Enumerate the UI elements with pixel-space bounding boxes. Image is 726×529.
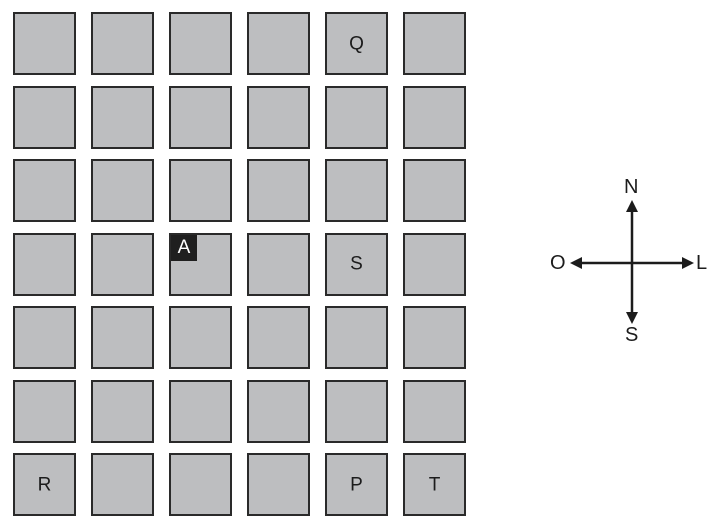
grid-cell-r4-c3: A (169, 232, 232, 296)
grid-cell-r7-c3 (169, 453, 232, 516)
cell-label: S (350, 253, 363, 275)
compass-west-label: O (550, 252, 566, 274)
grid-cell-r1-c5: Q (325, 12, 388, 75)
compass-east-label: L (696, 252, 708, 274)
cell-label: T (428, 474, 441, 495)
grid-cell-r1-c4 (247, 12, 310, 75)
grid-cell-r1-c1 (13, 12, 76, 75)
grid-cell-r7-c6: T (403, 453, 466, 516)
cell-label: R (37, 474, 52, 495)
grid-cell-r3-c4 (247, 159, 310, 222)
grid-diagram: Q A S R P T (13, 12, 466, 516)
grid-cell-r7-c4 (247, 453, 310, 516)
grid-cell-r5-c4 (247, 306, 310, 369)
grid-cell-r2-c5 (325, 85, 388, 149)
marker-a: A (171, 234, 197, 261)
grid-cell-r3-c3 (169, 159, 232, 222)
grid-cell-r2-c2 (91, 85, 154, 149)
grid-cell-r6-c6 (403, 379, 466, 443)
grid-cell-r2-c4 (247, 85, 310, 149)
grid-cell-r2-c1 (13, 85, 76, 149)
grid-cell-r4-c2 (91, 232, 154, 296)
compass-rose: N S O L (548, 172, 718, 352)
grid-cell-r7-c1: R (13, 453, 76, 516)
compass-north-label: N (624, 176, 639, 198)
grid-cell-r2-c6 (403, 85, 466, 149)
grid-cell-r6-c2 (91, 379, 154, 443)
grid-cell-r6-c3 (169, 379, 232, 443)
grid-cell-r6-c5 (325, 379, 388, 443)
grid-cell-r6-c1 (13, 379, 76, 443)
grid-cell-r1-c3 (169, 12, 232, 75)
cell-label: P (350, 474, 363, 495)
grid-cell-r4-c4 (247, 232, 310, 296)
grid-cell-r7-c2 (91, 453, 154, 516)
grid-cell-r5-c6 (403, 306, 466, 369)
grid-cell-r6-c4 (247, 379, 310, 443)
grid-cell-r4-c6 (403, 232, 466, 296)
grid-cell-r7-c5: P (325, 453, 388, 516)
grid-cell-r4-c1 (13, 232, 76, 296)
grid-cell-r3-c2 (91, 159, 154, 222)
grid-cell-r1-c6 (403, 12, 466, 75)
grid-cell-r3-c5 (325, 159, 388, 222)
grid-cell-r4-c5: S (325, 232, 388, 296)
grid-cell-r3-c6 (403, 159, 466, 222)
grid-cell-r5-c2 (91, 306, 154, 369)
grid-cell-r3-c1 (13, 159, 76, 222)
grid-cell-r1-c2 (91, 12, 154, 75)
grid-cell-r5-c1 (13, 306, 76, 369)
grid-cell-r5-c3 (169, 306, 232, 369)
grid-cell-r2-c3 (169, 85, 232, 149)
compass-south-label: S (625, 324, 639, 346)
compass-arrows-icon (570, 200, 694, 324)
cell-label: Q (349, 33, 364, 54)
grid-cell-r5-c5 (325, 306, 388, 369)
